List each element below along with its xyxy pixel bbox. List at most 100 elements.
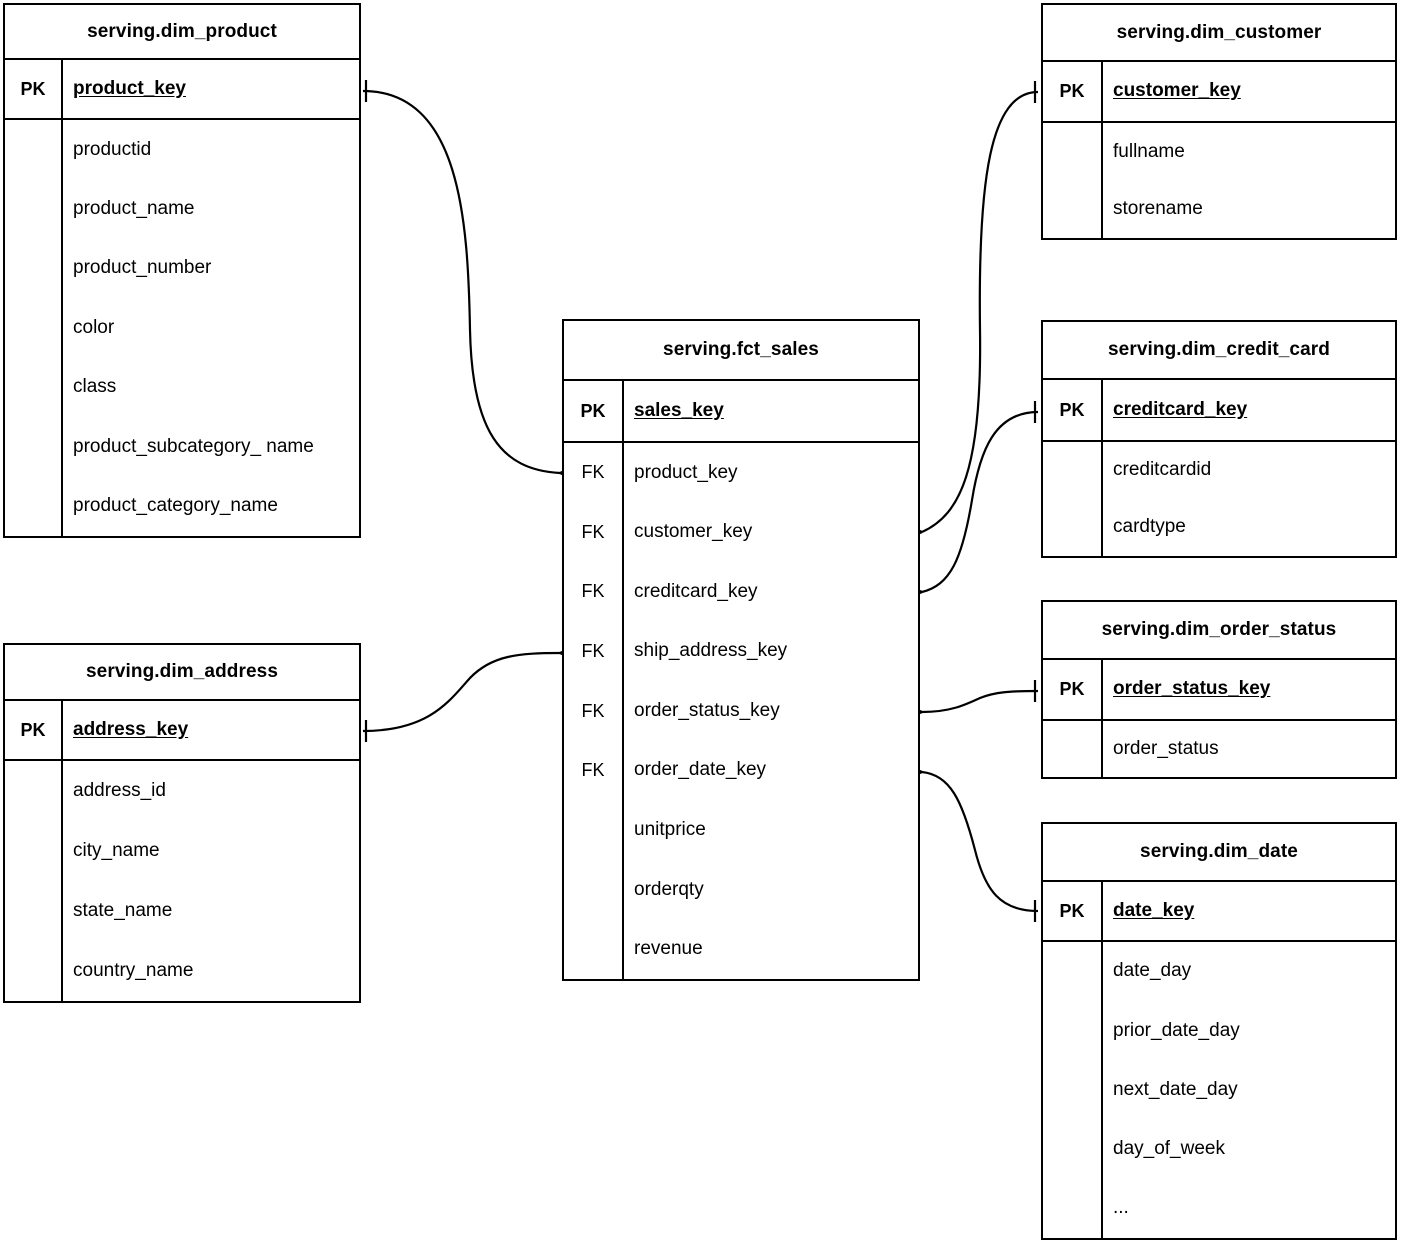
entity-title-dim_product: serving.dim_product bbox=[5, 5, 359, 60]
attribute-keytag bbox=[1043, 942, 1103, 1002]
attribute-row[interactable]: class bbox=[5, 357, 359, 418]
attribute-row[interactable]: creditcardid bbox=[1043, 442, 1395, 499]
attribute-keytag bbox=[5, 761, 63, 821]
attribute-row[interactable]: next_date_day bbox=[1043, 1060, 1395, 1120]
attribute-name: next_date_day bbox=[1113, 1078, 1238, 1100]
attribute-row[interactable]: productid bbox=[5, 120, 359, 180]
attribute-keytag bbox=[5, 476, 63, 536]
attribute-name: product_subcategory_ name bbox=[63, 417, 359, 476]
attribute-row[interactable]: state_name bbox=[5, 881, 359, 941]
relationship-customer-to-sales bbox=[899, 81, 1039, 544]
attribute-keytag bbox=[1043, 1119, 1103, 1179]
relationship-line bbox=[921, 410, 1039, 594]
attribute-keytag: FK bbox=[564, 621, 624, 682]
pk-row-dim_product: PK product_key bbox=[5, 60, 359, 120]
attribute-keytag bbox=[1043, 1001, 1103, 1061]
entity-title-dim_date: serving.dim_date bbox=[1043, 824, 1395, 882]
attribute-keytag bbox=[564, 919, 624, 980]
attribute-row[interactable]: city_name bbox=[5, 821, 359, 881]
relationship-line bbox=[921, 90, 1039, 534]
attribute-name: country_name bbox=[73, 959, 194, 981]
attribute-list-dim_order_status: order_status bbox=[1043, 721, 1395, 777]
pk-badge-dim_product: PK bbox=[5, 60, 63, 118]
attribute-name: order_status bbox=[1113, 737, 1219, 759]
attribute-keytag bbox=[1043, 442, 1103, 499]
attribute-keytag bbox=[1043, 1178, 1103, 1239]
attribute-row[interactable]: color bbox=[5, 298, 359, 358]
attribute-row[interactable]: address_id bbox=[5, 761, 359, 821]
attribute-row[interactable]: unitprice bbox=[564, 800, 918, 860]
attribute-keytag bbox=[1043, 721, 1103, 777]
attribute-name: unitprice bbox=[634, 818, 706, 840]
attribute-keytag bbox=[5, 120, 63, 180]
pk-field-dim_customer: customer_key bbox=[1113, 80, 1241, 102]
attribute-keytag bbox=[564, 800, 624, 860]
attribute-name: storename bbox=[1113, 198, 1203, 220]
attribute-name: product_number bbox=[73, 257, 212, 279]
attribute-name: ship_address_key bbox=[634, 640, 788, 662]
entity-title-dim_address: serving.dim_address bbox=[5, 645, 359, 701]
attribute-name: productid bbox=[73, 138, 152, 160]
attribute-keytag bbox=[5, 298, 63, 358]
attribute-row[interactable]: revenue bbox=[564, 919, 918, 980]
attribute-name: orderqty bbox=[634, 878, 704, 900]
attribute-row[interactable]: FK ship_address_key bbox=[564, 621, 918, 682]
attribute-name: color bbox=[73, 316, 115, 338]
attribute-row[interactable]: fullname bbox=[1043, 123, 1395, 181]
attribute-name: state_name bbox=[73, 899, 173, 921]
attribute-keytag: FK bbox=[564, 443, 624, 503]
attribute-row[interactable]: day_of_week bbox=[1043, 1119, 1395, 1179]
pk-badge-dim_address: PK bbox=[5, 701, 63, 759]
attribute-list-dim_customer: fullname storename bbox=[1043, 123, 1395, 238]
attribute-name: class bbox=[73, 376, 117, 398]
attribute-row[interactable]: product_category_name bbox=[5, 476, 359, 536]
attribute-row[interactable]: date_day bbox=[1043, 942, 1395, 1002]
attribute-row[interactable]: prior_date_day bbox=[1043, 1001, 1395, 1061]
attribute-keytag bbox=[5, 821, 63, 881]
attribute-row[interactable]: product_subcategory_ name bbox=[5, 417, 359, 477]
attribute-keytag: FK bbox=[564, 740, 624, 801]
pk-badge-dim_customer: PK bbox=[1043, 62, 1103, 121]
pk-field-dim_credit_card: creditcard_key bbox=[1113, 398, 1248, 420]
relationship-creditcard-to-sales bbox=[899, 401, 1039, 604]
attribute-name: product_category_name bbox=[73, 495, 278, 517]
attribute-keytag bbox=[564, 859, 624, 920]
attribute-keytag bbox=[5, 417, 63, 477]
attribute-row[interactable]: cardtype bbox=[1043, 499, 1395, 556]
entity-title-dim_credit_card: serving.dim_credit_card bbox=[1043, 322, 1395, 380]
pk-field-dim_product: product_key bbox=[73, 77, 186, 99]
relationship-product-to-sales bbox=[362, 80, 583, 485]
pk-field-dim_date: date_key bbox=[1113, 899, 1195, 921]
attribute-row[interactable]: orderqty bbox=[564, 859, 918, 920]
attribute-row[interactable]: product_name bbox=[5, 179, 359, 239]
attribute-name: revenue bbox=[634, 938, 703, 960]
relationship-line bbox=[921, 689, 1039, 714]
attribute-keytag bbox=[1043, 180, 1103, 238]
attribute-row[interactable]: country_name bbox=[5, 941, 359, 1001]
attribute-row[interactable]: product_number bbox=[5, 238, 359, 299]
relationship-line bbox=[362, 651, 561, 733]
attribute-row[interactable]: storename bbox=[1043, 180, 1395, 238]
attribute-row[interactable]: ... bbox=[1043, 1178, 1395, 1239]
attribute-row[interactable]: order_status bbox=[1043, 721, 1395, 777]
attribute-name: creditcard_key bbox=[634, 580, 758, 602]
